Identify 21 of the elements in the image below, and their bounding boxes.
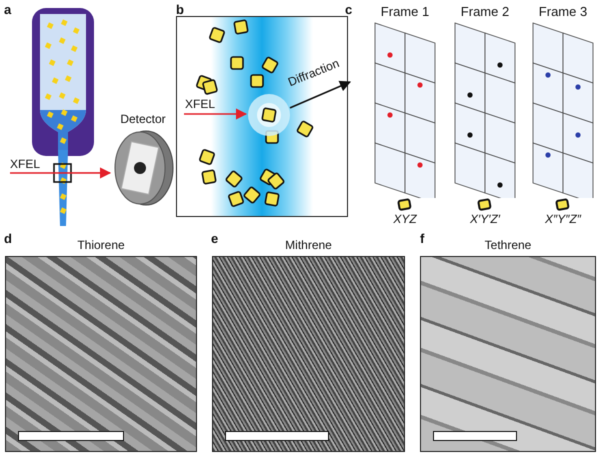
panel-letter: d: [4, 231, 12, 246]
frame-title: Frame 3: [538, 4, 588, 19]
panel-title: Thiorene: [77, 238, 125, 252]
panel-title: Mithrene: [285, 238, 332, 252]
panel-letter: f: [420, 231, 424, 246]
orientation-label: X′Y′Z′: [470, 212, 500, 226]
beam-arrow: [290, 80, 352, 109]
beam-label: XFEL: [10, 157, 40, 171]
orientation-label: X″Y″Z″: [544, 212, 582, 226]
panel-letter: c: [345, 2, 352, 17]
frame-title: Frame 1: [380, 4, 430, 19]
beam-arrow: [184, 108, 248, 120]
orientation-label: XYZ: [393, 212, 417, 226]
beam-arrow: [10, 167, 112, 179]
panel-title: Tethrene: [484, 238, 532, 252]
panel-letter: a: [4, 2, 12, 17]
detector-label: Detector: [120, 112, 166, 126]
panel-letter: b: [176, 2, 184, 17]
panel-letter: e: [211, 231, 218, 246]
frame-title: Frame 2: [460, 4, 510, 19]
beam-label: XFEL: [185, 97, 216, 111]
